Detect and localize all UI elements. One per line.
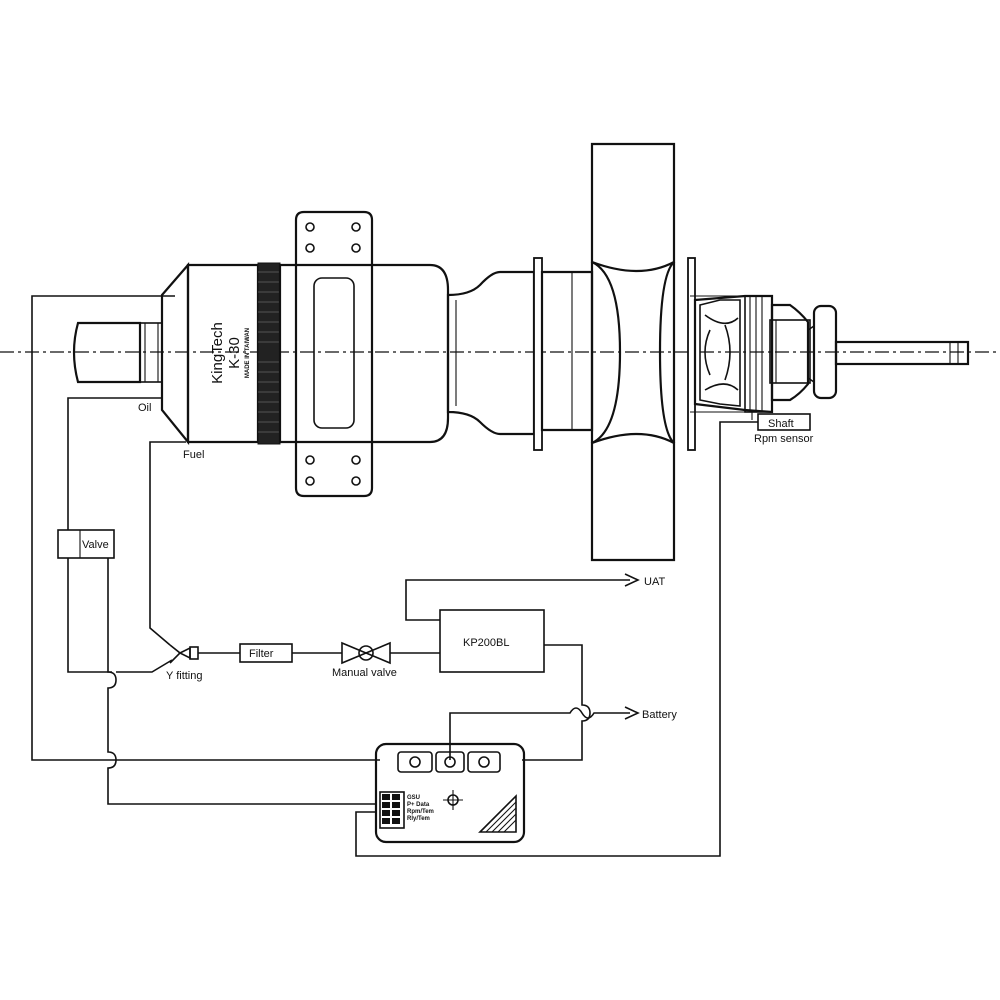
rpm-sensor-label: Rpm sensor	[754, 433, 814, 445]
engine-nose-cone	[160, 262, 190, 446]
kp200bl-unit: KP200BL	[439, 609, 545, 673]
battery-label: Battery	[642, 709, 677, 721]
oil-line	[67, 397, 162, 530]
data-port-label: P+ Data	[407, 802, 430, 808]
filter-component: Filter	[239, 643, 293, 663]
y-fitting-label: Y fitting	[166, 670, 203, 682]
gearbox-housing	[540, 270, 594, 432]
battery-arrow	[624, 706, 640, 720]
oil-return-line	[31, 295, 175, 761]
uat-label: UAT	[644, 576, 665, 588]
battery-line	[449, 707, 630, 760]
flange	[533, 257, 543, 451]
shaft-label: Shaft	[768, 418, 794, 430]
exhaust-neck	[446, 270, 536, 436]
valve-label: Valve	[82, 539, 109, 551]
y-fitting-branch-line	[116, 659, 173, 673]
propeller-blade	[590, 142, 676, 562]
valve-outlet-line	[67, 558, 112, 673]
y-fitting: Y fitting	[166, 644, 203, 682]
kp200bl-to-ecu-line	[522, 644, 591, 761]
rpm-port-label: Rpm/Tem	[407, 809, 434, 815]
relay-port-label: Rly/Tem	[407, 816, 430, 822]
rpm-sensor-line	[355, 421, 758, 857]
uat-arrow	[624, 573, 640, 587]
valve-to-ecu-line	[107, 558, 376, 805]
engine-model-label: K-30	[226, 337, 243, 369]
mounting-bracket	[294, 210, 374, 498]
manual-valve-label: Manual valve	[332, 667, 397, 679]
engine-branding: KingTech K-30 MADE IN TAIWAN	[209, 322, 251, 384]
oil-label: Oil	[138, 402, 151, 414]
engine-made-in-label: MADE IN TAIWAN	[245, 328, 251, 378]
valve-component: Valve	[57, 529, 115, 559]
fuel-line	[149, 441, 186, 646]
engine-brand-label: KingTech	[209, 322, 226, 384]
fuel-label: Fuel	[183, 449, 204, 461]
gsu-port-label: GSU	[407, 795, 420, 801]
ecu-controller: GSU P+ Data Rpm/Tem Rly/Tem	[374, 742, 526, 844]
manual-valve: Manual valve	[332, 641, 397, 679]
kp200bl-label: KP200BL	[463, 637, 509, 649]
engine-body	[186, 262, 450, 445]
starter-hub-assembly	[690, 294, 970, 420]
uat-line	[405, 579, 630, 621]
filter-label: Filter	[249, 648, 274, 660]
